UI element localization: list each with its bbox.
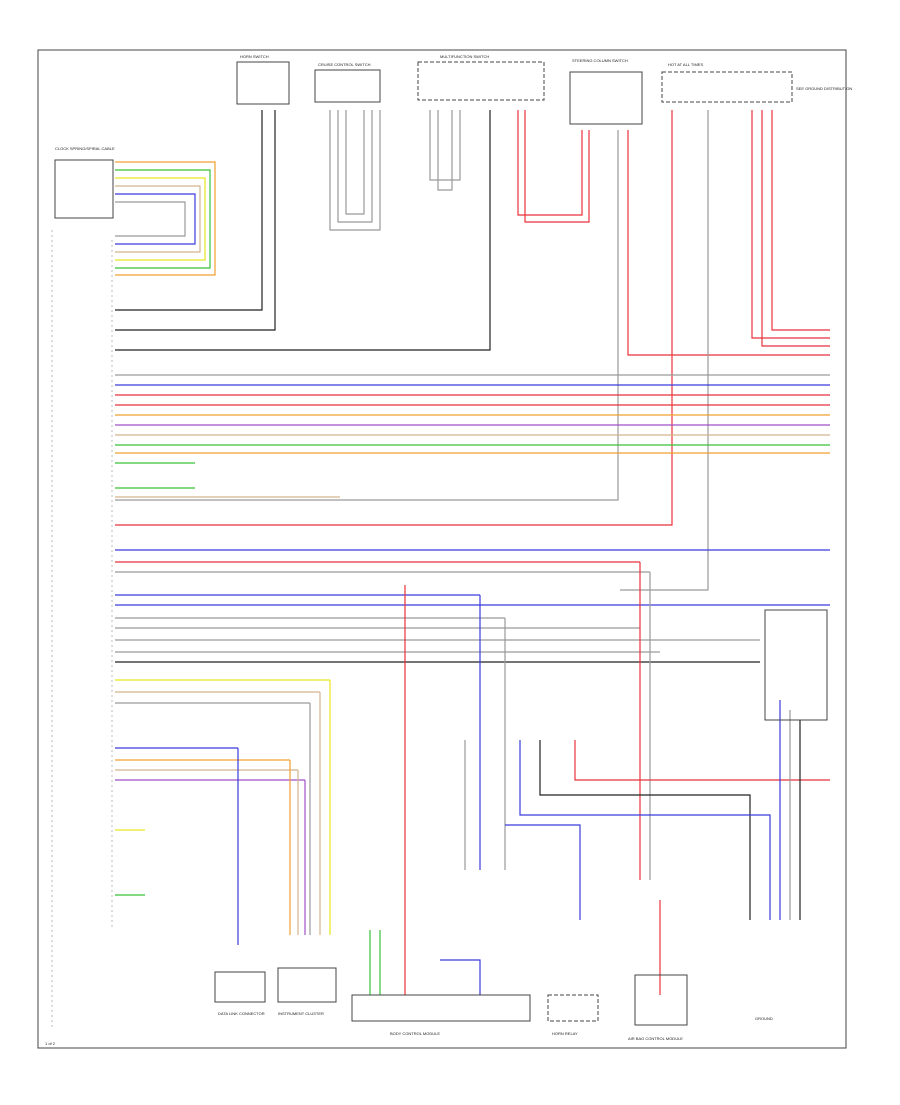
right-note-label: SEE GROUND DISTRIBUTION <box>796 86 852 91</box>
bottom-modules: DATA LINK CONNECTOR INSTRUMENT CLUSTER B… <box>45 967 773 1046</box>
lower-verticals <box>237 562 830 995</box>
horn-switch-label: HORN SWITCH <box>240 54 269 59</box>
horizontal-bus <box>115 374 830 896</box>
hot-at-all-times-label: HOT AT ALL TIMES <box>668 62 703 67</box>
top-modules: HORN SWITCH CRUISE CONTROL SWITCH MULTIF… <box>236 54 852 125</box>
right-connector-box <box>764 609 828 721</box>
main-connector-column <box>51 230 113 1030</box>
top-vertical-wires <box>115 110 830 591</box>
multifunction-switch-label: MULTIFUNCTION SWITCH <box>440 54 489 59</box>
clock-spring-box: CLOCK SPRING/SPIRAL CABLE <box>54 146 115 219</box>
airbag-module-label: AIR BAG CONTROL MODULE <box>628 1036 683 1041</box>
horn-relay-label: HORN RELAY <box>552 1031 578 1036</box>
ground-label: GROUND <box>755 1016 773 1021</box>
steering-switch-label: STEERING COLUMN SWITCH <box>572 58 628 63</box>
footer-label: 1 of 2 <box>45 1041 56 1046</box>
clock-spring-label: CLOCK SPRING/SPIRAL CABLE <box>55 146 115 151</box>
instrument-cluster-label: INSTRUMENT CLUSTER <box>278 1011 324 1016</box>
clock-spring-wires <box>115 161 216 276</box>
bcm-label: BODY CONTROL MODULE <box>390 1031 440 1036</box>
frame <box>37 49 847 1049</box>
dlc-label: DATA LINK CONNECTOR <box>218 1011 265 1016</box>
cruise-switch-label: CRUISE CONTROL SWITCH <box>318 62 371 67</box>
